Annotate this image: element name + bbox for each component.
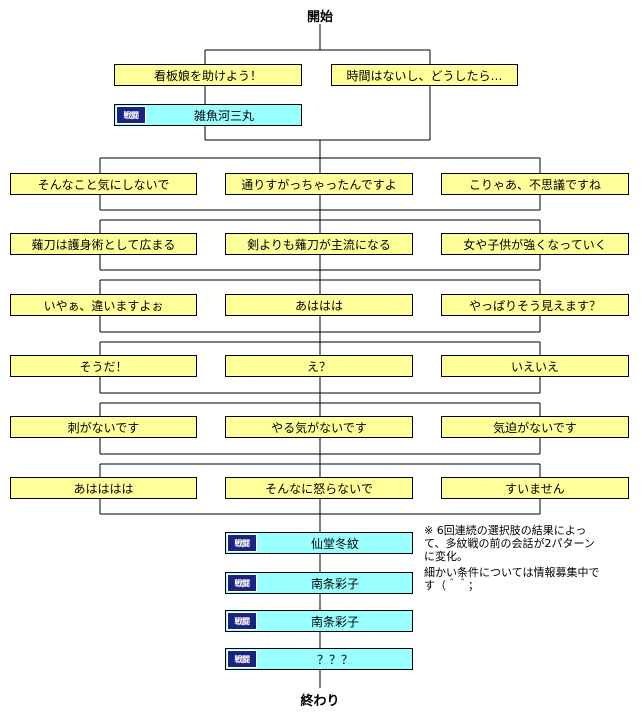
choice-row3-left: いやぁ、違いますよぉ	[10, 294, 197, 316]
choice-help-girl: 看板娘を助けよう！	[114, 64, 302, 86]
choice-row3-right: やっぱりそう見えます？	[441, 294, 629, 316]
choice-row3-center: あははは	[225, 294, 413, 316]
battle-box-unknown: 戦闘 ？？？	[225, 648, 413, 670]
battle-badge: 戦闘	[116, 106, 146, 124]
choice-row4-center: え？	[225, 355, 413, 377]
battle-opponent: 雑魚河三丸	[193, 108, 254, 123]
choice-row6-left: あはははは	[10, 477, 197, 499]
battle-badge: 戦闘	[227, 534, 257, 552]
choice-row4-left: そうだ！	[10, 355, 197, 377]
choice-row1-center: 通りすがっちゃったんですよ	[225, 173, 413, 195]
battle-box-nanjo-1: 戦闘 南条彩子	[225, 572, 413, 594]
choice-row4-right: いえいえ	[441, 355, 629, 377]
choice-row6-right: すいません	[441, 477, 629, 499]
note-branch-condition: ※ 6回連続の選択肢の結果によって、多紋戦の前の会話が2パターンに変化。	[424, 524, 595, 563]
choice-row2-center: 剣よりも薙刀が主流になる	[225, 233, 413, 255]
choice-row5-right: 気迫がないです	[441, 416, 629, 438]
note-info-wanted: 細かい条件については情報募集中です（＾＾；	[424, 566, 600, 592]
choice-row5-left: 刺がないです	[10, 416, 197, 438]
start-label: 開始	[306, 10, 333, 25]
choice-row6-center: そんなに怒らないで	[225, 477, 413, 499]
battle-opponent: ？？？	[316, 652, 353, 667]
choice-row2-right: 女や子供が強くなっていく	[441, 233, 629, 255]
battle-badge: 戦闘	[227, 612, 257, 630]
battle-opponent: 南条彩子	[310, 614, 359, 629]
end-label: 終わり	[300, 694, 340, 709]
choice-row5-center: やる気がないです	[225, 416, 413, 438]
choice-row1-right: こりゃあ、不思議ですね	[441, 173, 629, 195]
battle-box-sendo: 戦闘 仙堂冬紋	[225, 532, 413, 554]
choice-row1-left: そんなこと気にしないで	[10, 173, 197, 195]
choice-row2-left: 薙刀は護身術として広まる	[10, 233, 197, 255]
battle-opponent: 仙堂冬紋	[310, 536, 359, 551]
battle-box-nanjo-2: 戦闘 南条彩子	[225, 610, 413, 632]
battle-opponent: 南条彩子	[310, 576, 359, 591]
battle-badge: 戦闘	[227, 574, 257, 592]
choice-no-time: 時間はないし、どうしたら…	[331, 64, 518, 86]
battle-badge: 戦闘	[227, 650, 257, 668]
battle-box-zako: 戦闘 雑魚河三丸	[114, 104, 302, 126]
